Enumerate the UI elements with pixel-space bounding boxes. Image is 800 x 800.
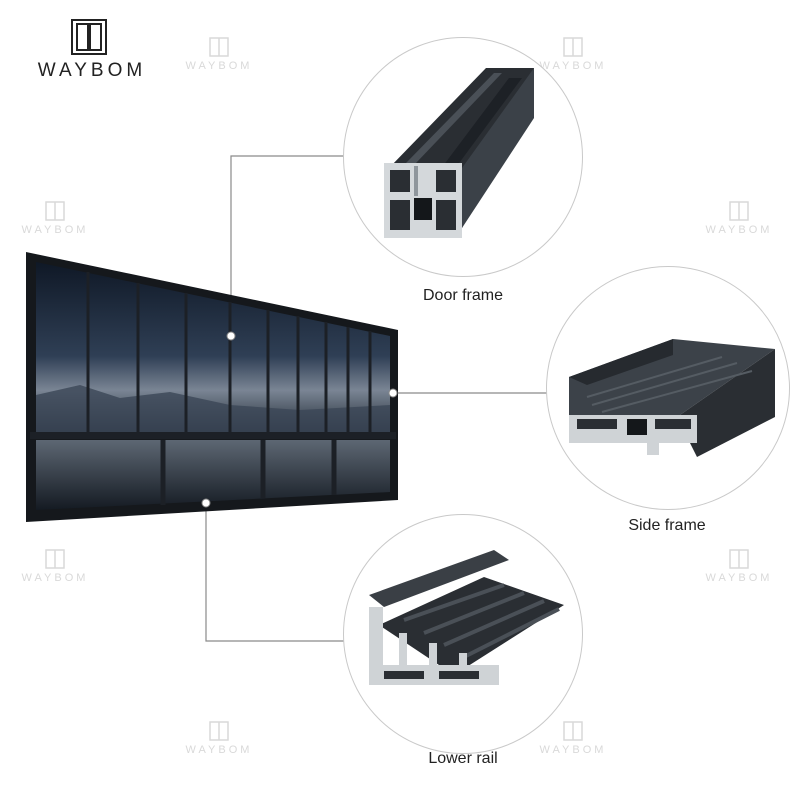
- lower-rail-profile-image: [369, 550, 564, 685]
- side-frame-detail-circle: [546, 266, 790, 510]
- lower-rail-label: Lower rail: [428, 750, 498, 767]
- door-frame-detail-circle: [343, 37, 583, 277]
- door-frame-label: Door frame: [422, 287, 504, 304]
- brand-logo-icon: [71, 19, 107, 55]
- side-frame-label: Side frame: [628, 517, 706, 534]
- door-frame-profile-image: [384, 68, 534, 238]
- brand-name: WAYBOM: [37, 60, 147, 81]
- side-frame-profile-image: [569, 339, 775, 457]
- lower-rail-detail-circle: [343, 514, 583, 754]
